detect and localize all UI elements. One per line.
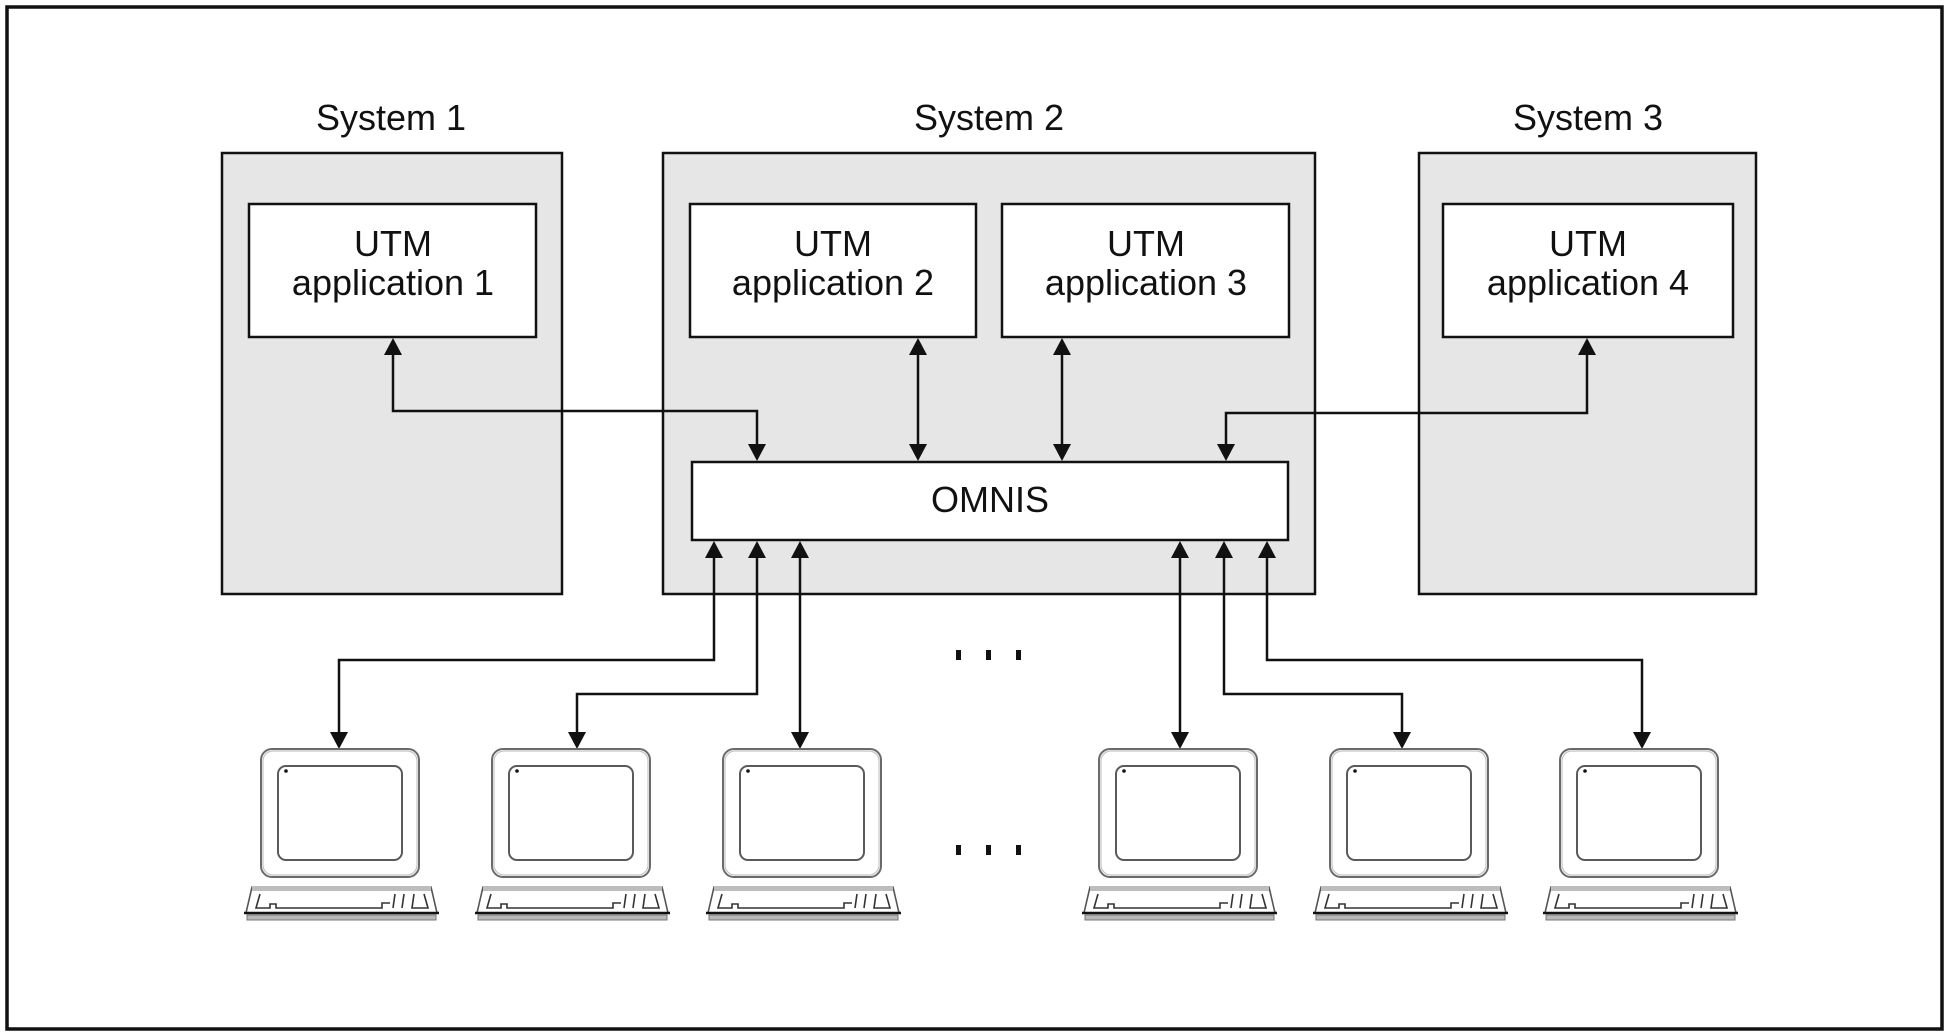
keyboard-icon: [244, 886, 439, 921]
system-2-label: System 2: [914, 97, 1064, 138]
arrowhead-omnis-t5: [1215, 541, 1233, 558]
connector-terminal-2: [575, 556, 759, 734]
terminal-icon: [1313, 748, 1508, 921]
terminal-icon: [1082, 748, 1277, 921]
arrowhead-omnis-from-app-4: [1217, 444, 1235, 461]
system-1-label: System 1: [316, 97, 466, 138]
terminal-icon: [1543, 748, 1738, 921]
arrowhead-omnis-t1: [705, 541, 723, 558]
arrowhead-terminal-2: [568, 732, 586, 749]
ellipsis-terminals: [956, 845, 1021, 855]
arrowhead-omnis-t4: [1171, 541, 1189, 558]
omnis-label: OMNIS: [931, 479, 1049, 520]
arrowhead-app-2-down: [909, 444, 927, 461]
terminals: [244, 748, 1738, 921]
monitor-icon: [1329, 748, 1489, 878]
monitor-icon: [1559, 748, 1719, 878]
arrowhead-terminal-3: [791, 732, 809, 749]
monitor-icon: [722, 748, 882, 878]
keyboard-icon: [1543, 886, 1738, 921]
app-2-box: UTM application 2: [688, 202, 978, 339]
app-2-line1: UTM: [794, 223, 872, 264]
figure-frame: [5, 5, 1944, 1031]
connector-app-1: [391, 352, 759, 446]
keyboard-icon: [1313, 886, 1508, 921]
connector-terminal-5: [1222, 556, 1404, 734]
app-3-line2: application 3: [1045, 262, 1247, 303]
arrowhead-terminal-5: [1393, 732, 1411, 749]
arrowhead-omnis-from-app-1: [748, 444, 766, 461]
keyboard-icon: [475, 886, 670, 921]
app-3-box: UTM application 3: [1000, 202, 1291, 339]
monitor-icon: [260, 748, 420, 878]
arrowhead-app-4: [1578, 338, 1596, 355]
omnis-hub: OMNIS: [690, 460, 1290, 542]
app-4-line2: application 4: [1487, 262, 1689, 303]
connector-terminal-6: [1265, 556, 1644, 734]
arrowhead-app-3-down: [1053, 444, 1071, 461]
monitor-icon: [1098, 748, 1258, 878]
app-3-line1: UTM: [1107, 223, 1185, 264]
keyboard-icon: [706, 886, 901, 921]
connector-app-4: [1224, 352, 1589, 446]
terminal-icon: [706, 748, 901, 921]
arrowhead-omnis-t3: [791, 541, 809, 558]
arrowhead-omnis-t2: [748, 541, 766, 558]
arrowhead-app-2-up: [909, 338, 927, 355]
arrowhead-terminal-1: [330, 732, 348, 749]
app-1-line2: application 1: [292, 262, 494, 303]
terminal-icon: [475, 748, 670, 921]
terminal-icon: [244, 748, 439, 921]
terminal-connectors: [330, 541, 1651, 749]
ellipsis-links: [956, 650, 1021, 660]
keyboard-icon: [1082, 886, 1277, 921]
app-4-box: UTM application 4: [1441, 202, 1735, 339]
arrowhead-terminal-4: [1171, 732, 1189, 749]
app-1-line1: UTM: [354, 223, 432, 264]
monitor-icon: [491, 748, 651, 878]
arrowhead-terminal-6: [1633, 732, 1651, 749]
arrowhead-omnis-t6: [1258, 541, 1276, 558]
connector-terminal-1: [337, 556, 716, 734]
app-connectors: [384, 338, 1596, 461]
system-3-label: System 3: [1513, 97, 1663, 138]
arrowhead-app-3-up: [1053, 338, 1071, 355]
app-4-line1: UTM: [1549, 223, 1627, 264]
app-1-box: UTM application 1: [247, 202, 538, 339]
arrowhead-app-1: [384, 338, 402, 355]
app-2-line2: application 2: [732, 262, 934, 303]
